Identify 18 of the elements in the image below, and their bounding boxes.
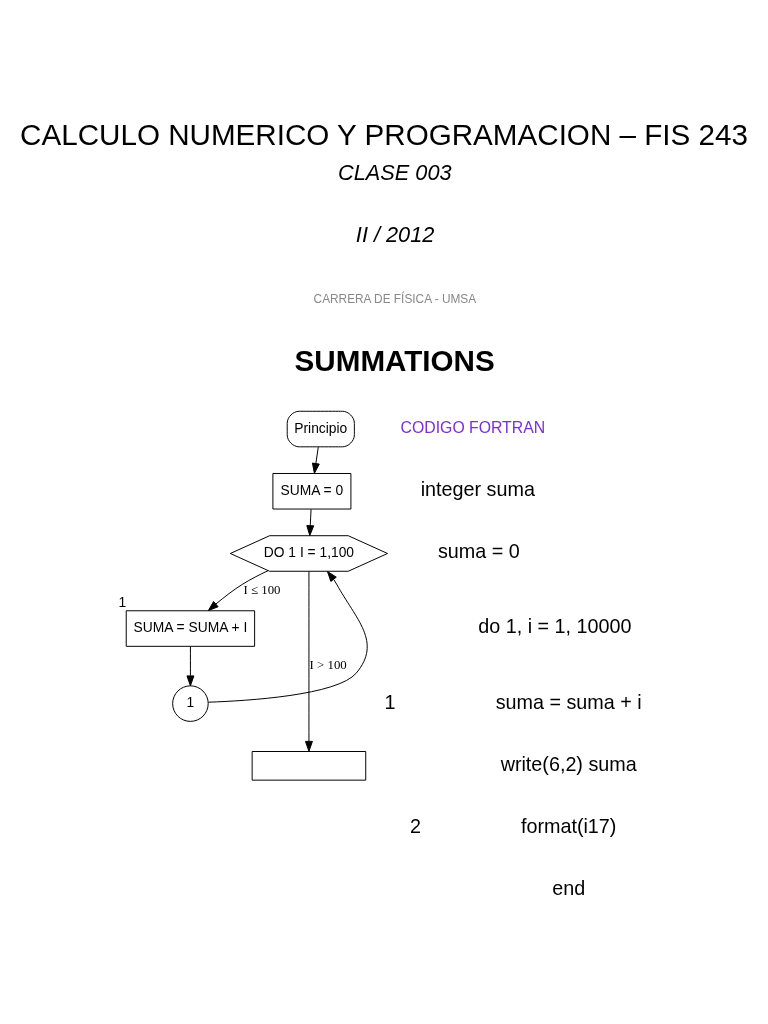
label: CODIGO FORTRAN — [400, 418, 546, 436]
label: integer suma — [420, 477, 535, 500]
label: II / 2012 — [355, 221, 435, 247]
edge-label: I > 100 — [309, 657, 347, 672]
label: end — [552, 876, 586, 899]
label: suma = suma + i — [495, 690, 642, 713]
label: do 1, i = 1, 10000 — [478, 614, 632, 637]
label: 2 — [410, 814, 422, 837]
label: SUMMATIONS — [294, 343, 495, 377]
label: format(i17) — [520, 814, 617, 837]
label: suma = 0 — [437, 539, 520, 562]
diagram-title: CALCULO NUMERICO Y PROGRAMACION – FIS 243 — [20, 117, 748, 151]
edge-label: I ≤ 100 — [243, 582, 281, 597]
label: CARRERA DE FÍSICA - UMSA — [313, 291, 477, 306]
label: 1 — [384, 690, 396, 713]
node-label: 1 — [118, 593, 127, 610]
label: CLASE 003 — [338, 159, 452, 185]
label: write(6,2) suma — [500, 752, 637, 775]
